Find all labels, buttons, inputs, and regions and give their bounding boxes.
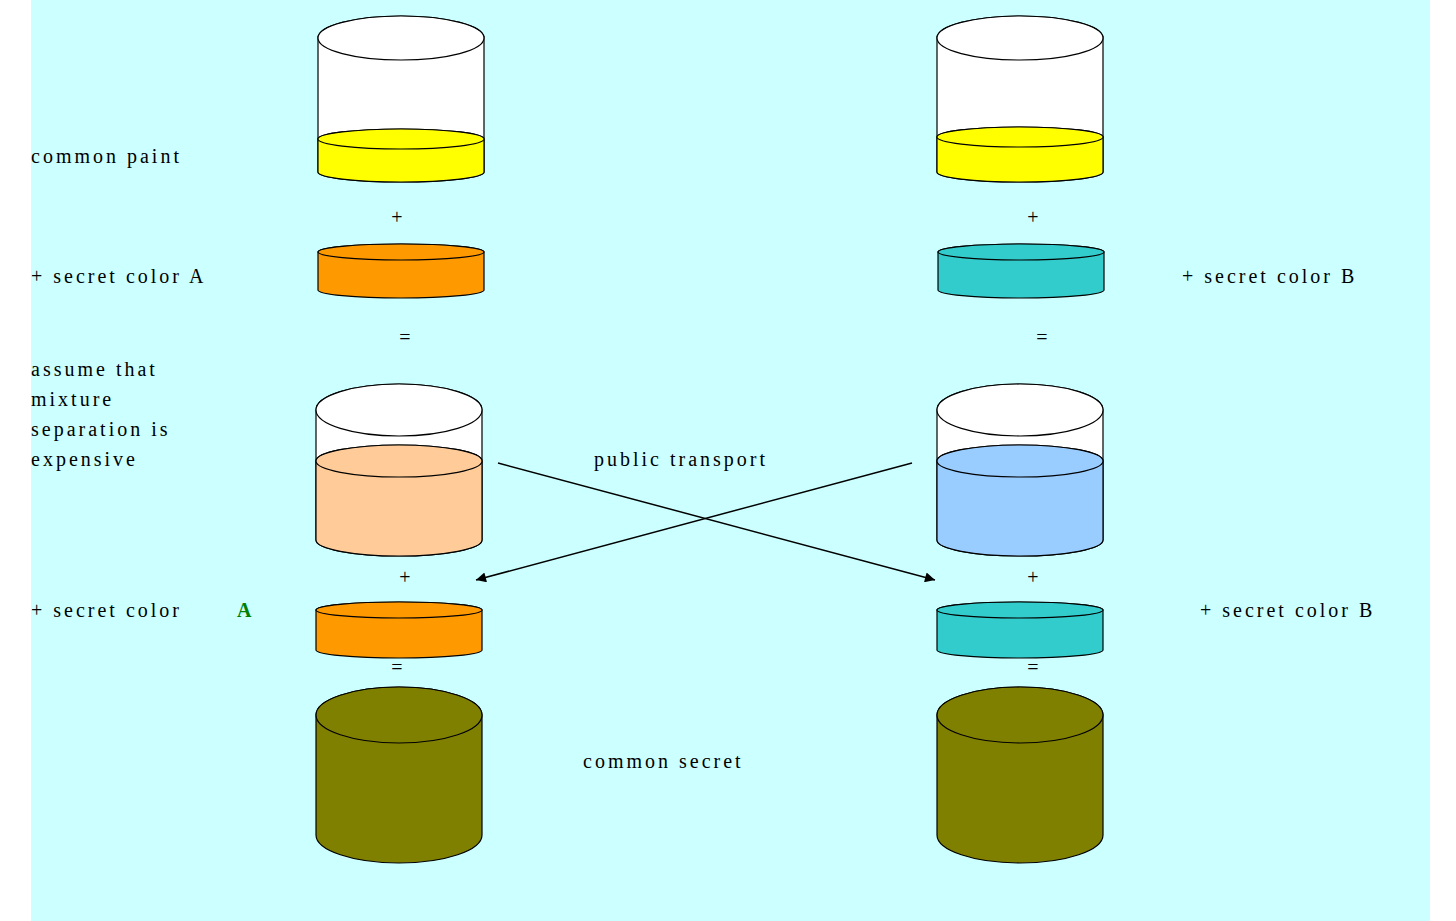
row-label: + secret color B: [1182, 264, 1357, 288]
paint-cup: [318, 16, 484, 182]
plus-sign: +: [399, 565, 410, 589]
equals-sign: =: [1036, 325, 1047, 349]
note: assume that mixture separation is expens…: [31, 354, 201, 474]
row-label: + secret color: [31, 598, 182, 622]
equals-sign: =: [399, 325, 410, 349]
caption-label: common secret: [583, 749, 744, 773]
common-secret-cup: [937, 687, 1103, 863]
row-label: + secret color B: [1200, 598, 1375, 622]
secret-color-a: [316, 602, 482, 658]
mixture-cup: [316, 384, 482, 556]
secret-color-b: [937, 602, 1103, 658]
row-label: + secret color A: [31, 264, 206, 288]
transport-arrow: [498, 463, 935, 580]
transport-arrow: [476, 463, 912, 580]
plus-sign: +: [1027, 205, 1038, 229]
secret-color-b: [938, 244, 1104, 298]
plus-sign: +: [391, 205, 402, 229]
mixture-cup: [937, 384, 1103, 556]
row-label: common paint: [31, 144, 182, 168]
arrow-label: public transport: [594, 447, 768, 471]
plus-sign: +: [1027, 565, 1038, 589]
equals-sign: =: [1027, 655, 1038, 679]
equals-sign: =: [391, 655, 402, 679]
common-secret-cup: [316, 687, 482, 863]
secret-letter: A: [237, 598, 254, 622]
background: [31, 0, 1430, 921]
paint-cup: [937, 16, 1103, 182]
secret-color-a: [318, 244, 484, 298]
